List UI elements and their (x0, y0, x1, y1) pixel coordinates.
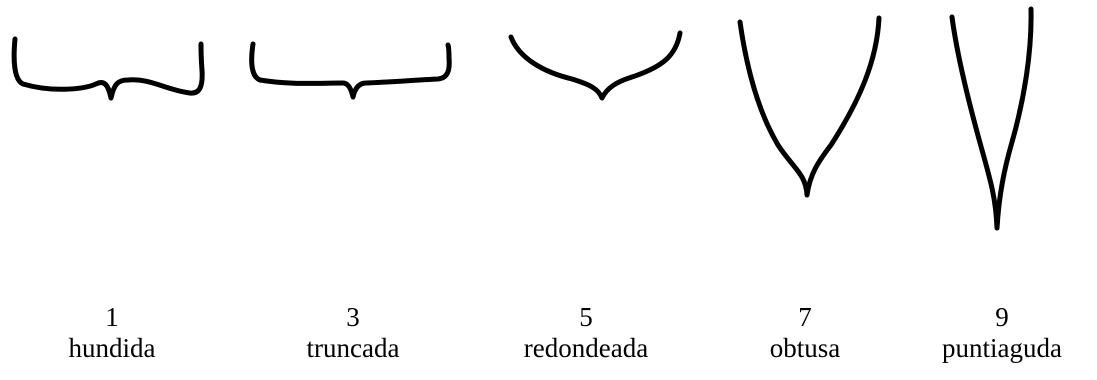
caption-obtusa: 7 obtusa (720, 302, 890, 364)
caption-number: 3 (346, 302, 360, 332)
caption-name: redondeada (523, 333, 649, 363)
caption-name: puntiaguda (942, 333, 1062, 363)
caption-truncada: 3 truncada (268, 302, 438, 364)
shape-obtusa (737, 15, 882, 198)
caption-name: obtusa (769, 333, 841, 363)
caption-name: truncada (306, 333, 400, 363)
caption-number: 5 (579, 302, 593, 332)
shape-puntiaguda (949, 6, 1034, 231)
caption-number: 7 (798, 302, 812, 332)
caption-hundida: 1 hundida (27, 302, 197, 364)
shape-truncada (249, 41, 452, 100)
caption-name: hundida (68, 333, 156, 363)
caption-puntiaguda: 9 puntiaguda (917, 302, 1087, 364)
caption-redondeada: 5 redondeada (501, 302, 671, 364)
caption-number: 9 (995, 302, 1009, 332)
caption-number: 1 (105, 302, 119, 332)
shape-redondeada (508, 30, 683, 101)
shape-hundida (11, 36, 205, 101)
